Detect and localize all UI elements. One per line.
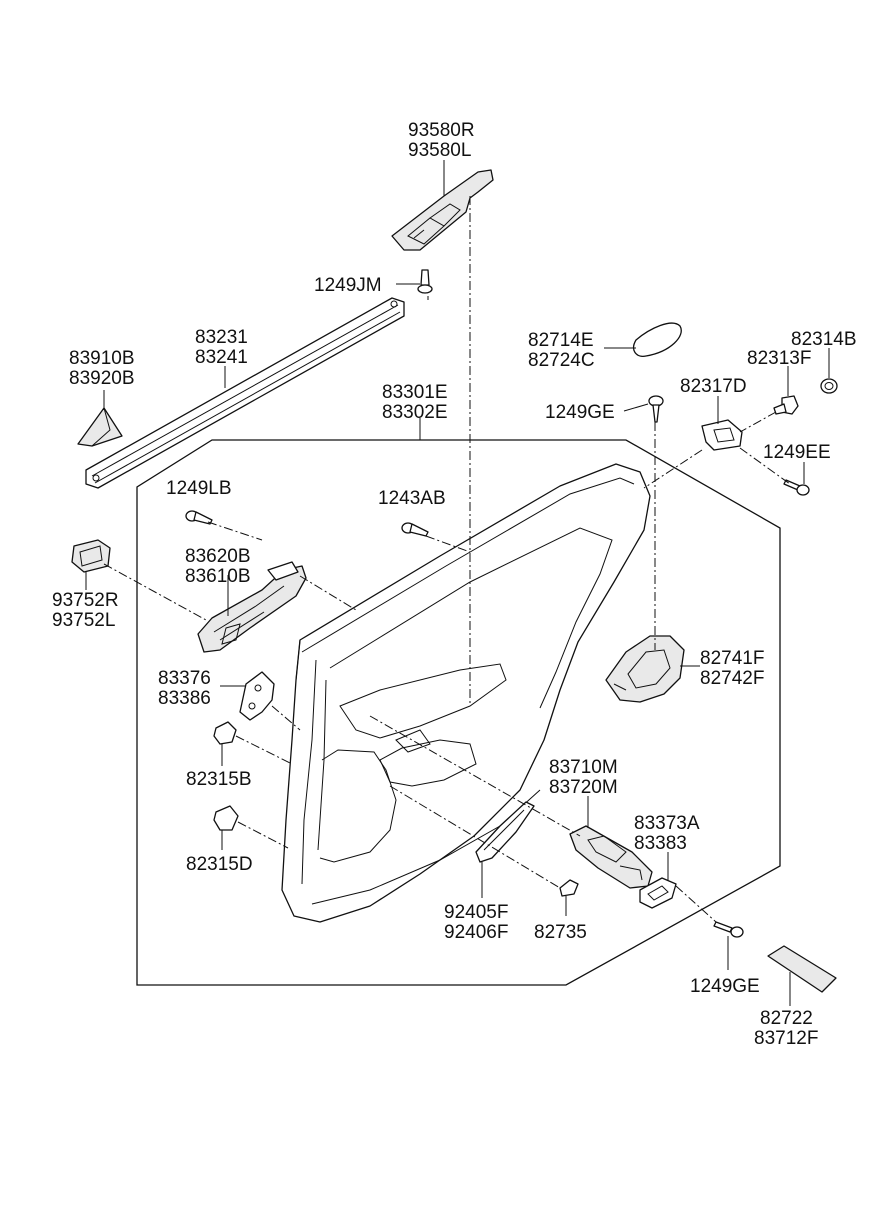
- leader-lines: [85, 160, 830, 1006]
- screw-1243ab[interactable]: [401, 522, 429, 537]
- bracket-83376[interactable]: [239, 671, 275, 721]
- cap-82735[interactable]: [559, 879, 579, 897]
- armrest-pad[interactable]: [632, 322, 682, 357]
- label-1249lb: 1249LB: [166, 478, 232, 499]
- label-82313f: 82313F: [747, 348, 811, 369]
- screw-1249lb[interactable]: [185, 510, 213, 525]
- grommet-82314b[interactable]: [820, 378, 838, 394]
- label-1249ee: 1249EE: [763, 442, 831, 463]
- assembly-frame: [136, 439, 781, 986]
- fastener-82313f[interactable]: [773, 395, 799, 415]
- inner-handle-82741f[interactable]: [605, 635, 685, 703]
- label-82735: 82735: [534, 922, 587, 943]
- label-1243ab: 1243AB: [378, 488, 446, 509]
- screw-1249ge-top[interactable]: [648, 395, 664, 423]
- label-82315b: 82315B: [186, 769, 252, 790]
- connector-93752[interactable]: [71, 539, 111, 573]
- delta-cover[interactable]: [77, 407, 123, 447]
- pad-82722[interactable]: [767, 945, 837, 993]
- power-window-switch-bezel[interactable]: [391, 169, 494, 251]
- bezel-83373a[interactable]: [639, 877, 677, 909]
- label-82315d: 82315D: [186, 854, 253, 875]
- label-82317d: 82317D: [680, 376, 747, 397]
- belt-weatherstrip[interactable]: [85, 297, 405, 489]
- clip-82315d[interactable]: [213, 805, 239, 831]
- label-82314b: 82314B: [791, 329, 857, 350]
- clip-82315b[interactable]: [213, 721, 237, 745]
- label-1249jm: 1249JM: [314, 275, 382, 296]
- label-1249ge-bottom: 1249GE: [690, 976, 760, 997]
- bracket-82317d[interactable]: [701, 419, 743, 451]
- screw-1249ge-bottom[interactable]: [713, 921, 744, 938]
- lamp-92405f[interactable]: [475, 801, 535, 863]
- screw-1249jm[interactable]: [417, 269, 433, 294]
- inside-handle-bezel[interactable]: [197, 561, 307, 653]
- label-1249ge-top: 1249GE: [545, 402, 615, 423]
- alignment-lines: [103, 196, 791, 923]
